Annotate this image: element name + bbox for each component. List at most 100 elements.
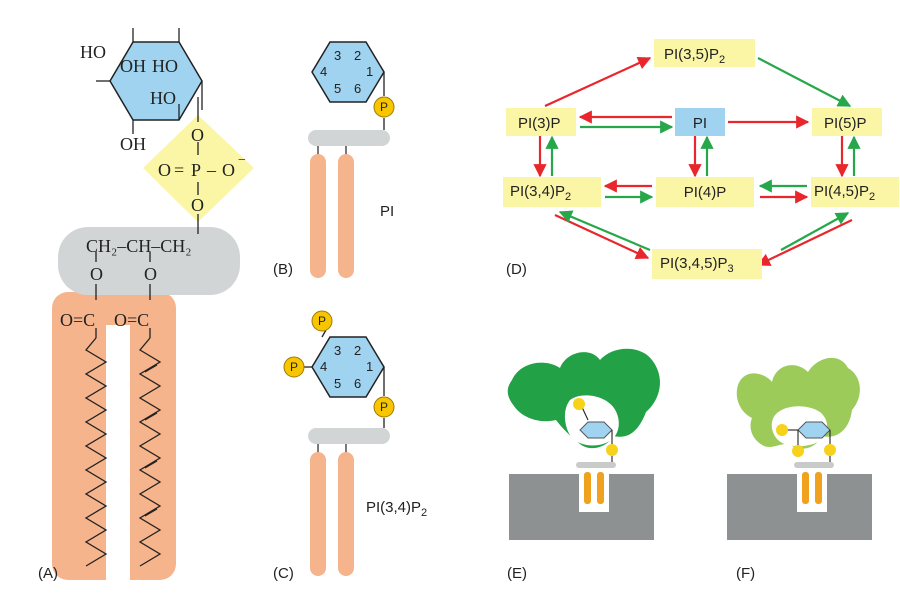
tail-gap <box>106 325 130 585</box>
node-pi4p <box>656 177 754 207</box>
panel-d-label: (D) <box>506 261 527 278</box>
tail-b2 <box>338 154 354 278</box>
acyl-f1 <box>802 472 809 504</box>
ring-num-1-c: 1 <box>366 359 373 374</box>
phosphate-circle-c1 <box>373 396 395 418</box>
phosphate-p-c2: P <box>318 314 326 328</box>
phosphate-o-minus: O <box>222 160 235 180</box>
panel-d: PI(3,5)P2 PI(3)P PI PI(5)P PI(3,4)P2 PI(… <box>503 39 899 279</box>
panel-a: HO OH HO HO OH O O = P – O − O CH₂–CH–CH… <box>38 28 254 585</box>
headgroup-e <box>579 421 613 439</box>
ester-o-2: O <box>144 264 157 284</box>
acyl-e2 <box>597 472 604 504</box>
panel-c-label: (C) <box>273 565 294 582</box>
fatty-acid-tail-2 <box>124 292 176 580</box>
ring-num-5-c: 5 <box>334 376 341 391</box>
ho-label-4: HO <box>150 88 176 108</box>
node-pi <box>675 108 725 136</box>
ring-num-3-b: 3 <box>334 48 341 63</box>
panel-c: P P P 3 2 4 1 5 6 PI(3,4)P2 (C) <box>273 310 427 582</box>
panel-f-label: (F) <box>736 565 755 582</box>
panel-b: P 3 2 4 1 5 6 PI (B) <box>273 41 395 278</box>
ho-label-1: HO <box>80 42 106 62</box>
phosphate-o-double: O <box>158 160 171 180</box>
ho-label-3: HO <box>152 56 178 76</box>
node-pi5p-label: PI(5)P <box>824 115 867 132</box>
phosphate-double-bond: = <box>174 160 184 180</box>
phosphate-f3 <box>824 444 836 456</box>
phosphate-e1 <box>573 398 585 410</box>
glycerol-formula: CH₂–CH–CH₂ <box>86 236 192 256</box>
panel-a-label: (A) <box>38 565 58 582</box>
phosphate-p-c1: P <box>380 400 388 414</box>
ring-bonds <box>95 28 203 338</box>
ring-num-1-b: 1 <box>366 64 373 79</box>
oh-label-5: OH <box>120 134 146 154</box>
glycerol-e <box>576 462 616 468</box>
phosphate-circle-c3 <box>283 356 305 378</box>
protein-domain-f <box>736 357 860 449</box>
node-pi35p2 <box>654 39 755 67</box>
ring-num-5-b: 5 <box>334 81 341 96</box>
ring-num-2-c: 2 <box>354 343 361 358</box>
node-pi35p2-label: PI(3,5)P2 <box>664 46 725 66</box>
ring-num-3-c: 3 <box>334 343 341 358</box>
panel-b-label: (B) <box>273 261 293 278</box>
glycerol-bar-c <box>308 428 390 444</box>
node-pi345p3 <box>652 249 762 279</box>
tail-b1 <box>310 154 326 278</box>
phosphate-o-bottom: O <box>191 195 204 215</box>
carbonyl-1: O=C <box>60 310 95 330</box>
phosphorus: P <box>191 160 201 180</box>
node-pi4p-label: PI(4)P <box>684 184 727 201</box>
panel-e-label: (E) <box>507 565 527 582</box>
glycerol-bar-b <box>308 130 390 146</box>
carbonyl-2: O=C <box>114 310 149 330</box>
pathway-arrows <box>533 56 861 266</box>
node-pi45p2-label: PI(4,5)P2 <box>814 183 875 203</box>
phosphate-p-b: P <box>380 100 388 114</box>
unsaturated-chain <box>138 337 162 567</box>
node-pi34p2-label: PI(3,4)P2 <box>510 183 571 203</box>
ring-num-2-b: 2 <box>354 48 361 63</box>
ring-num-6-c: 6 <box>354 376 361 391</box>
panel-f: (F) <box>727 357 872 582</box>
phosphate-e2 <box>606 444 618 456</box>
pi-name-b: PI <box>380 203 394 220</box>
phosphate-f1 <box>776 424 788 436</box>
glycerol-backbone <box>58 227 240 295</box>
ring-num-4-c: 4 <box>320 359 327 374</box>
membrane-pocket-f <box>797 474 827 512</box>
node-pi45p2 <box>811 177 899 207</box>
pi34p2-name-c: PI(3,4)P2 <box>366 499 427 519</box>
membrane-pocket-e <box>579 474 609 512</box>
phosphate-circle-b <box>373 96 395 118</box>
oh-label-2: OH <box>120 56 146 76</box>
ring-link-c3 <box>321 329 327 338</box>
inositol-ring <box>109 41 203 121</box>
glycerol-f <box>794 462 834 468</box>
negative-charge: − <box>238 153 246 168</box>
node-pi-label: PI <box>693 115 707 132</box>
inositol-ring-b <box>311 41 385 103</box>
node-pi3p <box>506 108 576 136</box>
ester-o-1: O <box>90 264 103 284</box>
phosphate-circle-c2 <box>311 310 333 332</box>
panel-e: (E) <box>507 348 660 582</box>
saturated-chain <box>84 337 108 567</box>
ring-num-4-b: 4 <box>320 64 327 79</box>
phosphate-diamond <box>143 115 254 222</box>
phosphate-f2 <box>792 445 804 457</box>
acyl-e1 <box>584 472 591 504</box>
ring-num-6-b: 6 <box>354 81 361 96</box>
node-pi345p3-label: PI(3,4,5)P3 <box>660 255 734 275</box>
phosphate-o-top: O <box>191 125 204 145</box>
acyl-f2 <box>815 472 822 504</box>
phosphate-single-bond: – <box>206 160 217 180</box>
tail-c1 <box>310 452 326 576</box>
node-pi3p-label: PI(3)P <box>518 115 561 132</box>
node-pi34p2 <box>503 177 601 207</box>
node-pi5p <box>812 108 882 136</box>
